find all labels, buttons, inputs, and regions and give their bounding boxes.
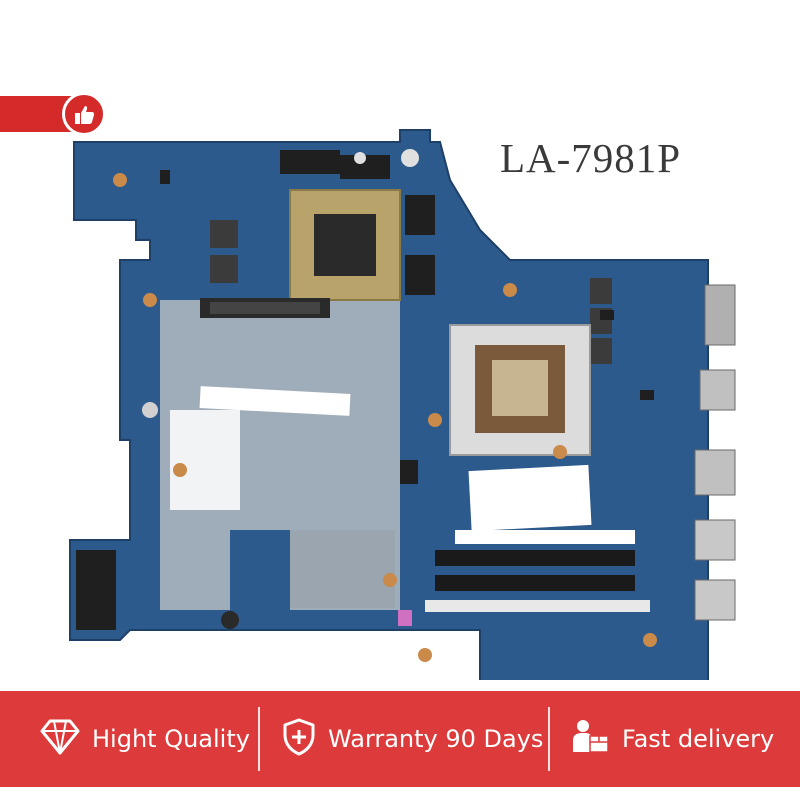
thumbs-up-icon [75, 106, 95, 124]
delivery-person-icon [570, 718, 610, 760]
feature-warranty: Warranty 90 Days [282, 691, 543, 787]
thumbs-up-badge [62, 92, 106, 136]
ethernet-port [694, 449, 736, 496]
bottom-strip [0, 787, 800, 800]
model-label: LA-7981P [500, 135, 682, 181]
shield-plus-icon [282, 718, 316, 760]
diamond-icon [40, 719, 80, 759]
motherboard-photo [69, 129, 736, 680]
banner-divider [548, 707, 550, 771]
usb-port-2 [694, 579, 736, 621]
banner-divider [258, 707, 260, 771]
hdmi-port [699, 369, 736, 411]
mem-sticker [468, 464, 592, 532]
features-banner: Hight Quality Warranty 90 Days [0, 691, 800, 787]
feature-quality-label: Hight Quality [92, 725, 250, 753]
usb-port-1 [694, 519, 736, 561]
feature-warranty-label: Warranty 90 Days [328, 725, 544, 753]
vga-port [704, 284, 736, 346]
ram-slot-2 [435, 575, 635, 591]
feature-quality: Hight Quality [40, 691, 250, 787]
feature-delivery-label: Fast delivery [622, 725, 775, 753]
ram-slot-1 [435, 550, 635, 566]
cpu-sticker [199, 386, 351, 416]
gpu-die [314, 214, 376, 276]
feature-delivery: Fast delivery [570, 691, 774, 787]
